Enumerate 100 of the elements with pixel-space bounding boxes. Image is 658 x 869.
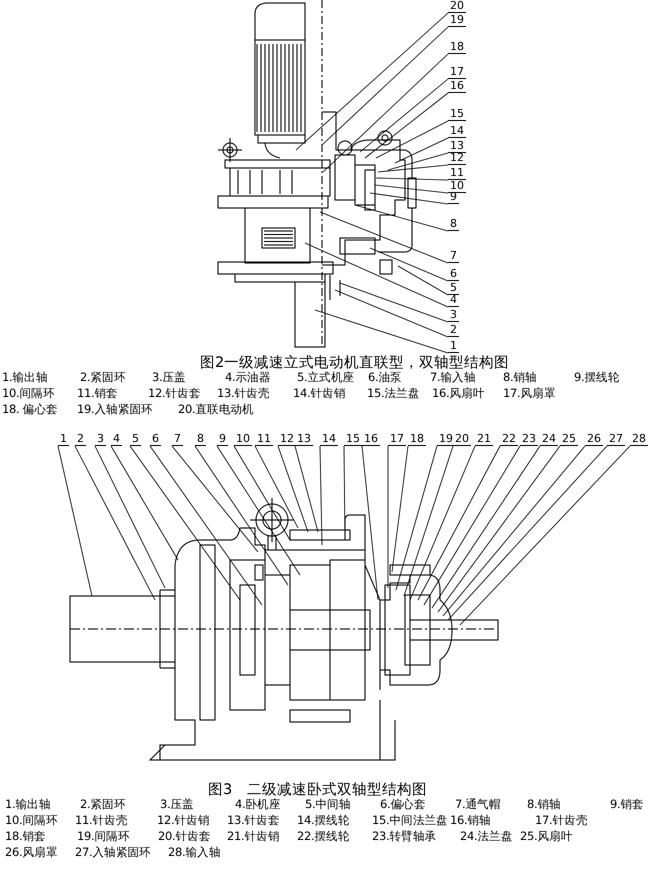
part-list-item: 12.针齿销	[157, 813, 210, 827]
leader-line	[322, 26, 448, 146]
part-list-item: 1.输出轴	[2, 370, 48, 384]
part-list-item: 8.销轴	[503, 370, 537, 384]
part-list-item: 17.风扇罩	[503, 386, 556, 400]
callout-number: 24	[540, 433, 558, 446]
leader-line	[376, 178, 448, 180]
part-list-item: 11.针齿壳	[75, 813, 128, 827]
leader-line	[234, 446, 290, 540]
leader-line	[354, 204, 448, 232]
part-list-item: 4.卧机座	[235, 797, 280, 811]
part-list-item: 25.风扇叶	[520, 829, 572, 843]
leader-line	[94, 446, 166, 588]
callout-number: 2	[75, 433, 86, 446]
part-list-item: 21.针齿销	[227, 829, 280, 843]
part-list-item: 2.紧固环	[80, 370, 126, 384]
part-list-item: 2.紧固环	[80, 797, 126, 811]
leader-line	[394, 138, 448, 164]
callout-number: 11	[448, 167, 466, 180]
leader-line	[410, 446, 476, 600]
figure-title: 图2一级减速立式电动机直联型，双轴型结构图	[200, 355, 510, 371]
callout-number: 15	[344, 433, 362, 446]
leader-line	[374, 184, 448, 194]
part-list-item: 5.中间轴	[305, 797, 350, 811]
part-list-item: 18. 偏心套	[2, 402, 58, 416]
callout-number: 3	[95, 433, 106, 446]
callout-number: 12	[278, 433, 296, 446]
leader-line	[216, 446, 300, 576]
leader-line	[378, 164, 448, 172]
leader-line	[448, 446, 608, 620]
part-list-item: 26.风扇罩	[5, 845, 58, 859]
leader-line	[376, 120, 448, 158]
callout-number: 13	[295, 433, 313, 446]
part-list-item: 16.销轴	[450, 813, 491, 827]
callout-number: 14	[448, 125, 466, 138]
callout-number: 17	[388, 433, 406, 446]
part-list-item: 15.法兰盘	[367, 386, 420, 400]
leader-line	[364, 92, 448, 158]
callout-number: 20	[448, 0, 466, 13]
callout-number: 8	[195, 433, 206, 446]
part-list-item: 15.中间法兰盘	[372, 813, 448, 827]
callout-number: 15	[448, 108, 466, 121]
leader-line	[442, 446, 586, 616]
leader-line	[320, 446, 322, 546]
callout-number: 10	[234, 433, 252, 446]
leader-line	[460, 446, 630, 626]
leader-line	[370, 248, 448, 282]
leader-line	[322, 54, 448, 172]
callout-number: 7	[172, 433, 183, 446]
leader-line	[254, 446, 298, 528]
callout-number: 25	[560, 433, 578, 446]
part-list-item: 8.销轴	[527, 797, 561, 811]
part-list-item: 10.间隔环	[5, 813, 58, 827]
part-list-item: 9.摆线轮	[574, 370, 620, 384]
callout-number: 4	[448, 294, 459, 307]
leader-line	[432, 446, 540, 608]
callout-number: 9	[217, 433, 228, 446]
leader-line	[344, 446, 346, 540]
callout-number: 16	[362, 433, 380, 446]
leader-line	[392, 446, 408, 572]
part-list-item: 3.压盖	[152, 370, 186, 384]
leader-line	[360, 78, 448, 152]
leader-line	[314, 310, 448, 354]
leader-line	[278, 446, 308, 532]
leader-line	[110, 446, 178, 560]
leader-line	[74, 446, 156, 600]
leader-line	[320, 212, 448, 264]
callout-number: 19	[448, 14, 466, 27]
callout-number: 5	[448, 282, 459, 295]
callout-number: 28	[630, 433, 648, 446]
part-list-item: 16.风扇叶	[432, 386, 484, 400]
callout-number: 11	[255, 433, 273, 446]
callout-number: 2	[448, 324, 459, 337]
leader-line	[334, 290, 448, 338]
part-list-item: 22.摆线轮	[297, 829, 350, 843]
callout-number: 23	[520, 433, 538, 446]
part-list-item: 14.针齿销	[293, 386, 346, 400]
part-list-item: 10.间隔环	[2, 386, 54, 400]
part-list-item: 12.针齿套	[148, 386, 200, 400]
callout-number: 14	[320, 433, 338, 446]
part-list-item: 7.通气帽	[455, 797, 500, 811]
callout-number: 10	[448, 180, 466, 193]
part-list-item: 14.摆线轮	[297, 813, 350, 827]
leader-line	[194, 446, 288, 586]
callout-number: 8	[448, 218, 459, 231]
leader-line	[388, 152, 448, 170]
part-list-item: 4.示油器	[225, 370, 270, 384]
leader-line	[424, 446, 520, 606]
callout-number: 7	[448, 250, 459, 263]
figure-title: 图3 二级减速卧式双轴型结构图	[208, 782, 428, 798]
callout-number: 17	[448, 66, 466, 79]
callout-number: 20	[453, 433, 471, 446]
callout-number: 18	[408, 433, 426, 446]
leader-line	[58, 446, 92, 596]
part-list-item: 6.油泵	[368, 370, 402, 384]
part-list-item: 7.输入轴	[430, 370, 476, 384]
callout-number: 4	[111, 433, 122, 446]
part-list-item: 6.偏心套	[380, 797, 426, 811]
leader-line	[304, 242, 448, 308]
callout-number: 19	[437, 433, 455, 446]
